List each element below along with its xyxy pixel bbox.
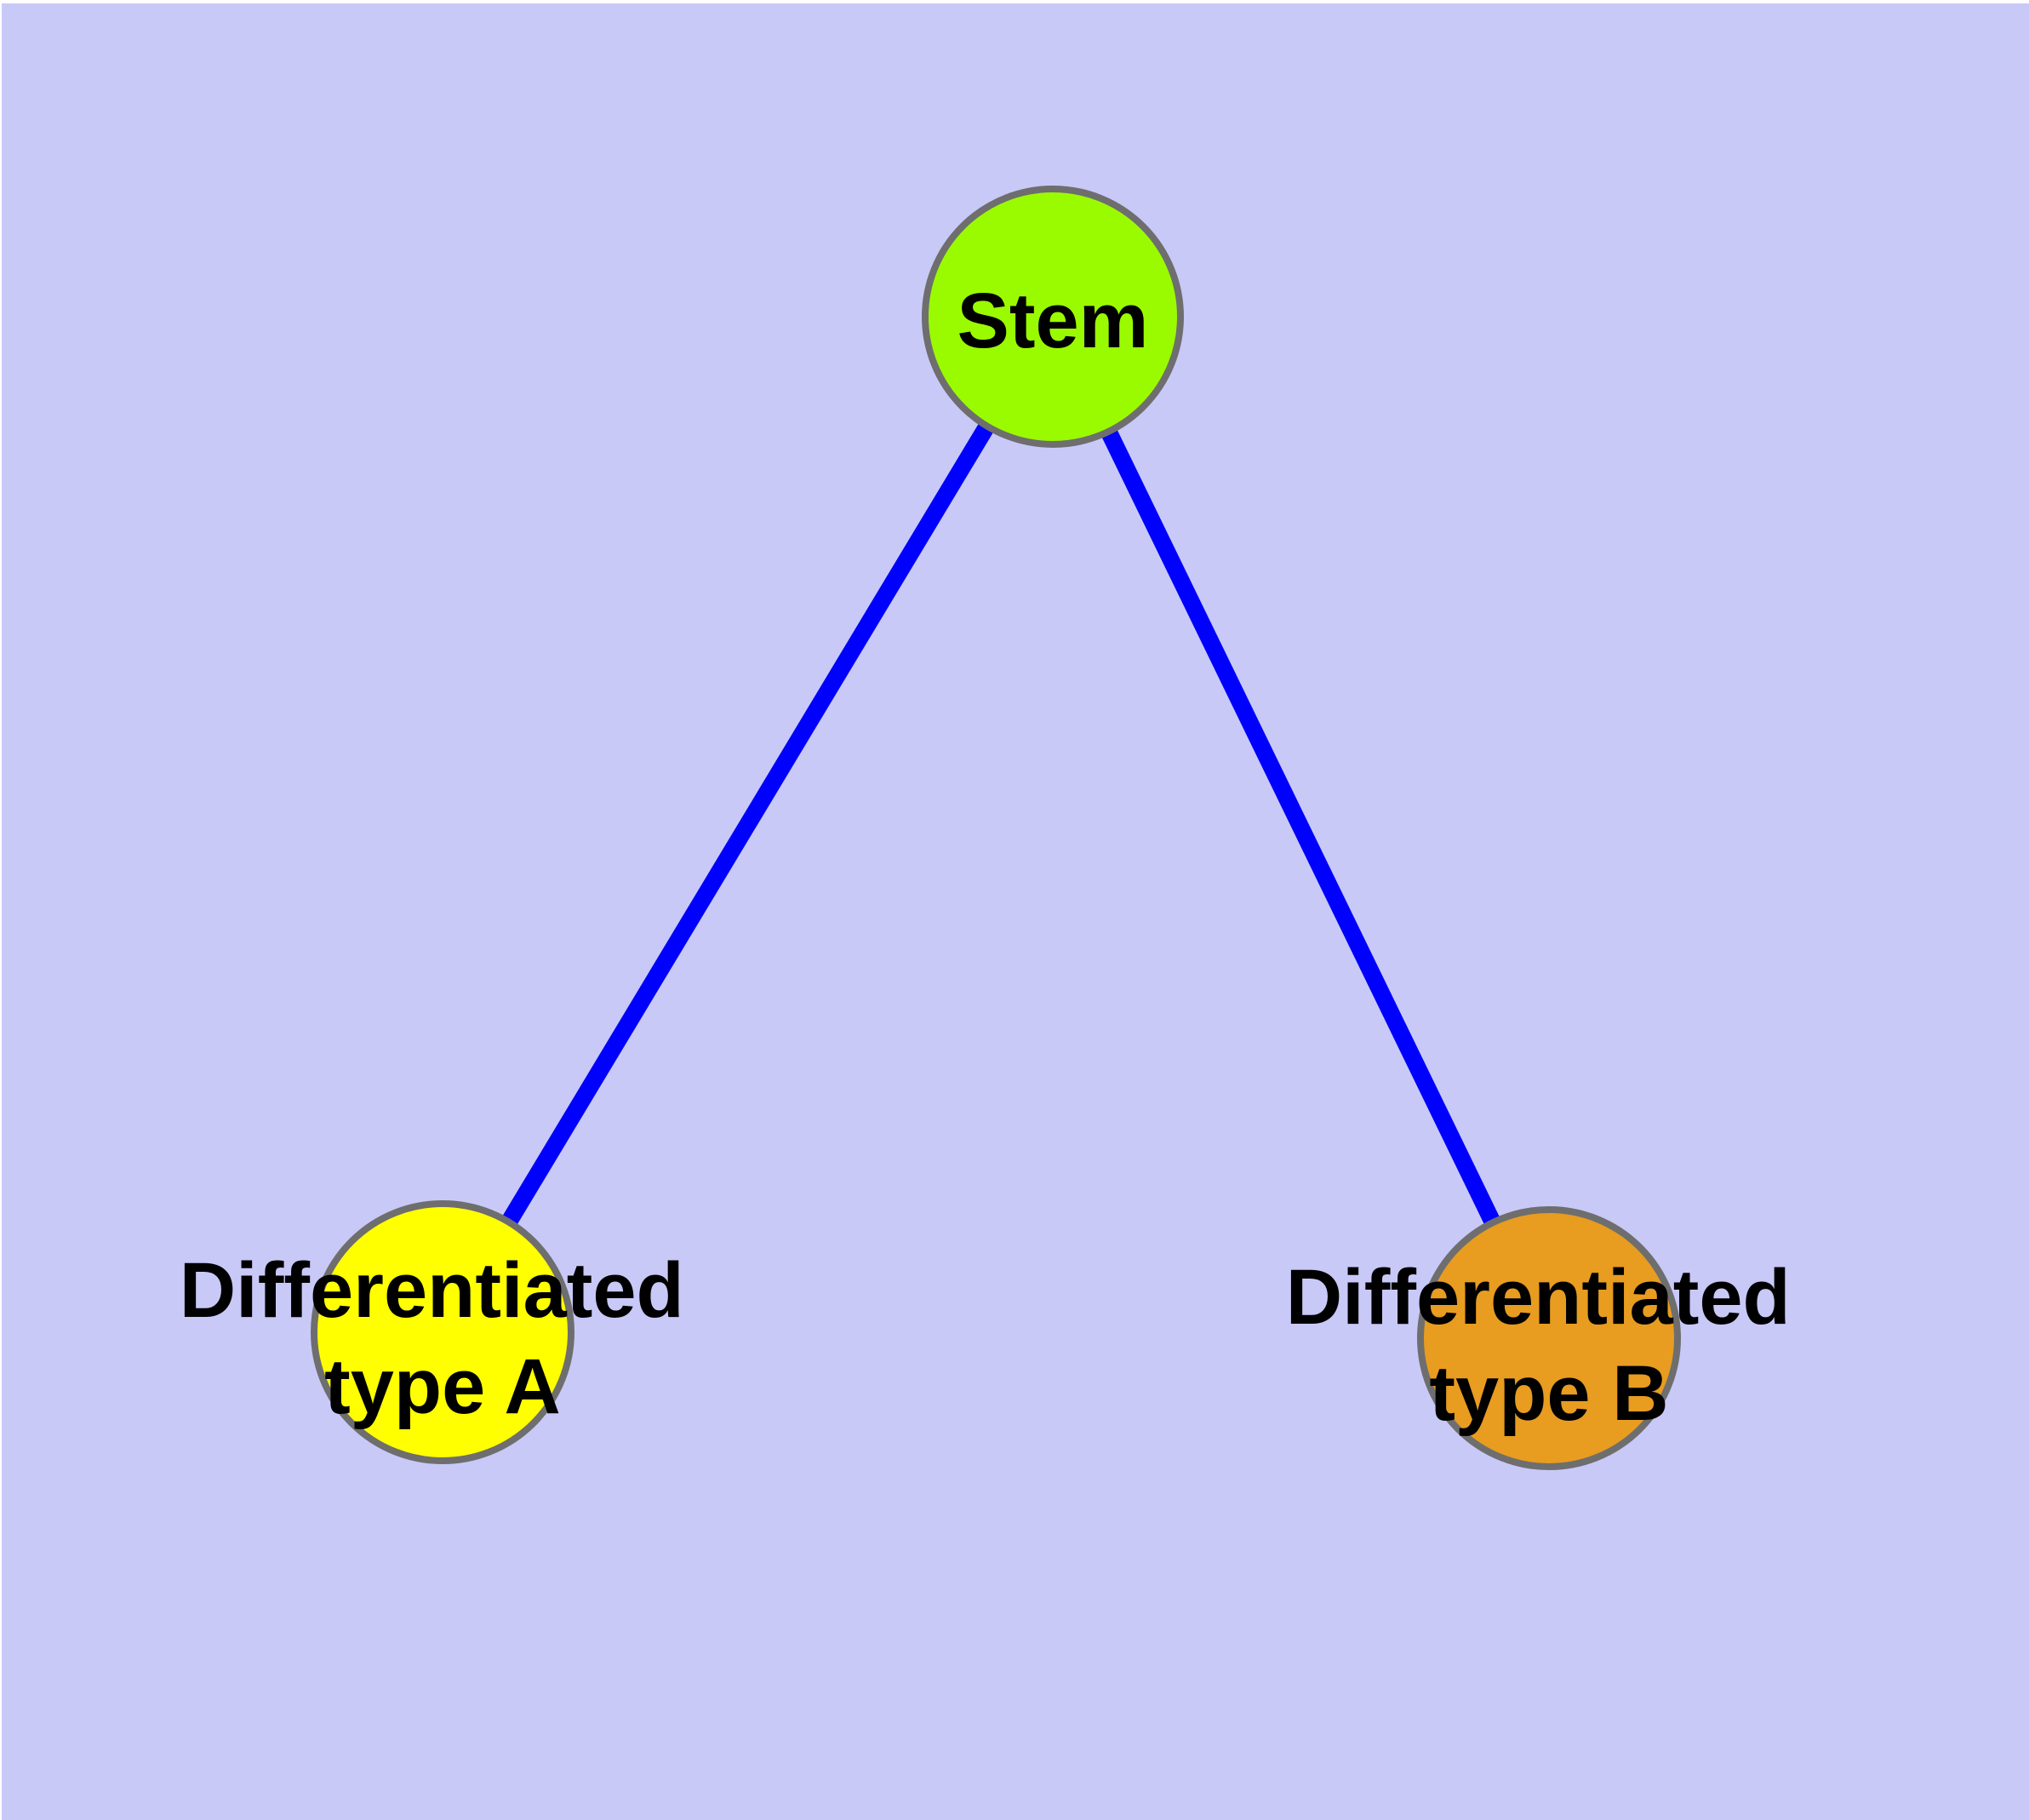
node-stem-label: Stem	[957, 278, 1149, 364]
node-differentiated-type-a	[311, 1200, 574, 1464]
node-stem	[922, 186, 1184, 448]
node-type-b-label: Differentiated type B	[1286, 1254, 1813, 1437]
node-type-a-label: Differentiated type A	[180, 1247, 706, 1430]
node-type-a-label-line2: type A	[324, 1343, 561, 1430]
edge-stem-to-type-a	[435, 312, 1060, 1337]
node-type-a-label-line1: Differentiated	[180, 1247, 684, 1334]
node-type-b-label-line2: type B	[1429, 1350, 1668, 1437]
node-type-b-label-line1: Differentiated	[1286, 1254, 1791, 1341]
node-differentiated-type-b	[1417, 1206, 1681, 1470]
edge-stem-to-type-b	[1045, 312, 1557, 1342]
